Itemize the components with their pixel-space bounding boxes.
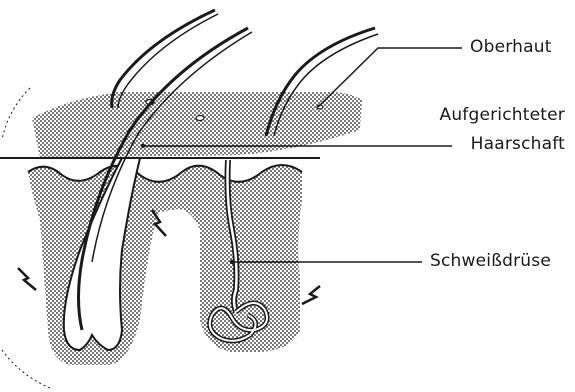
epidermis-layer — [32, 92, 362, 158]
label-hair-shaft-line1: Aufgerichteter — [439, 105, 565, 125]
label-sweat-gland: Schweißdrüse — [430, 251, 551, 271]
lightning-icon — [302, 286, 320, 304]
dashed-outline-bottom — [2, 350, 50, 388]
lightning-icon — [18, 268, 36, 290]
label-epidermis: Oberhaut — [470, 37, 552, 57]
label-hair-shaft-line2: Haarschaft — [471, 134, 565, 154]
leader-dot — [141, 144, 145, 148]
pore — [196, 116, 204, 121]
leader-dot — [230, 260, 234, 264]
dashed-outline-left — [2, 88, 30, 140]
